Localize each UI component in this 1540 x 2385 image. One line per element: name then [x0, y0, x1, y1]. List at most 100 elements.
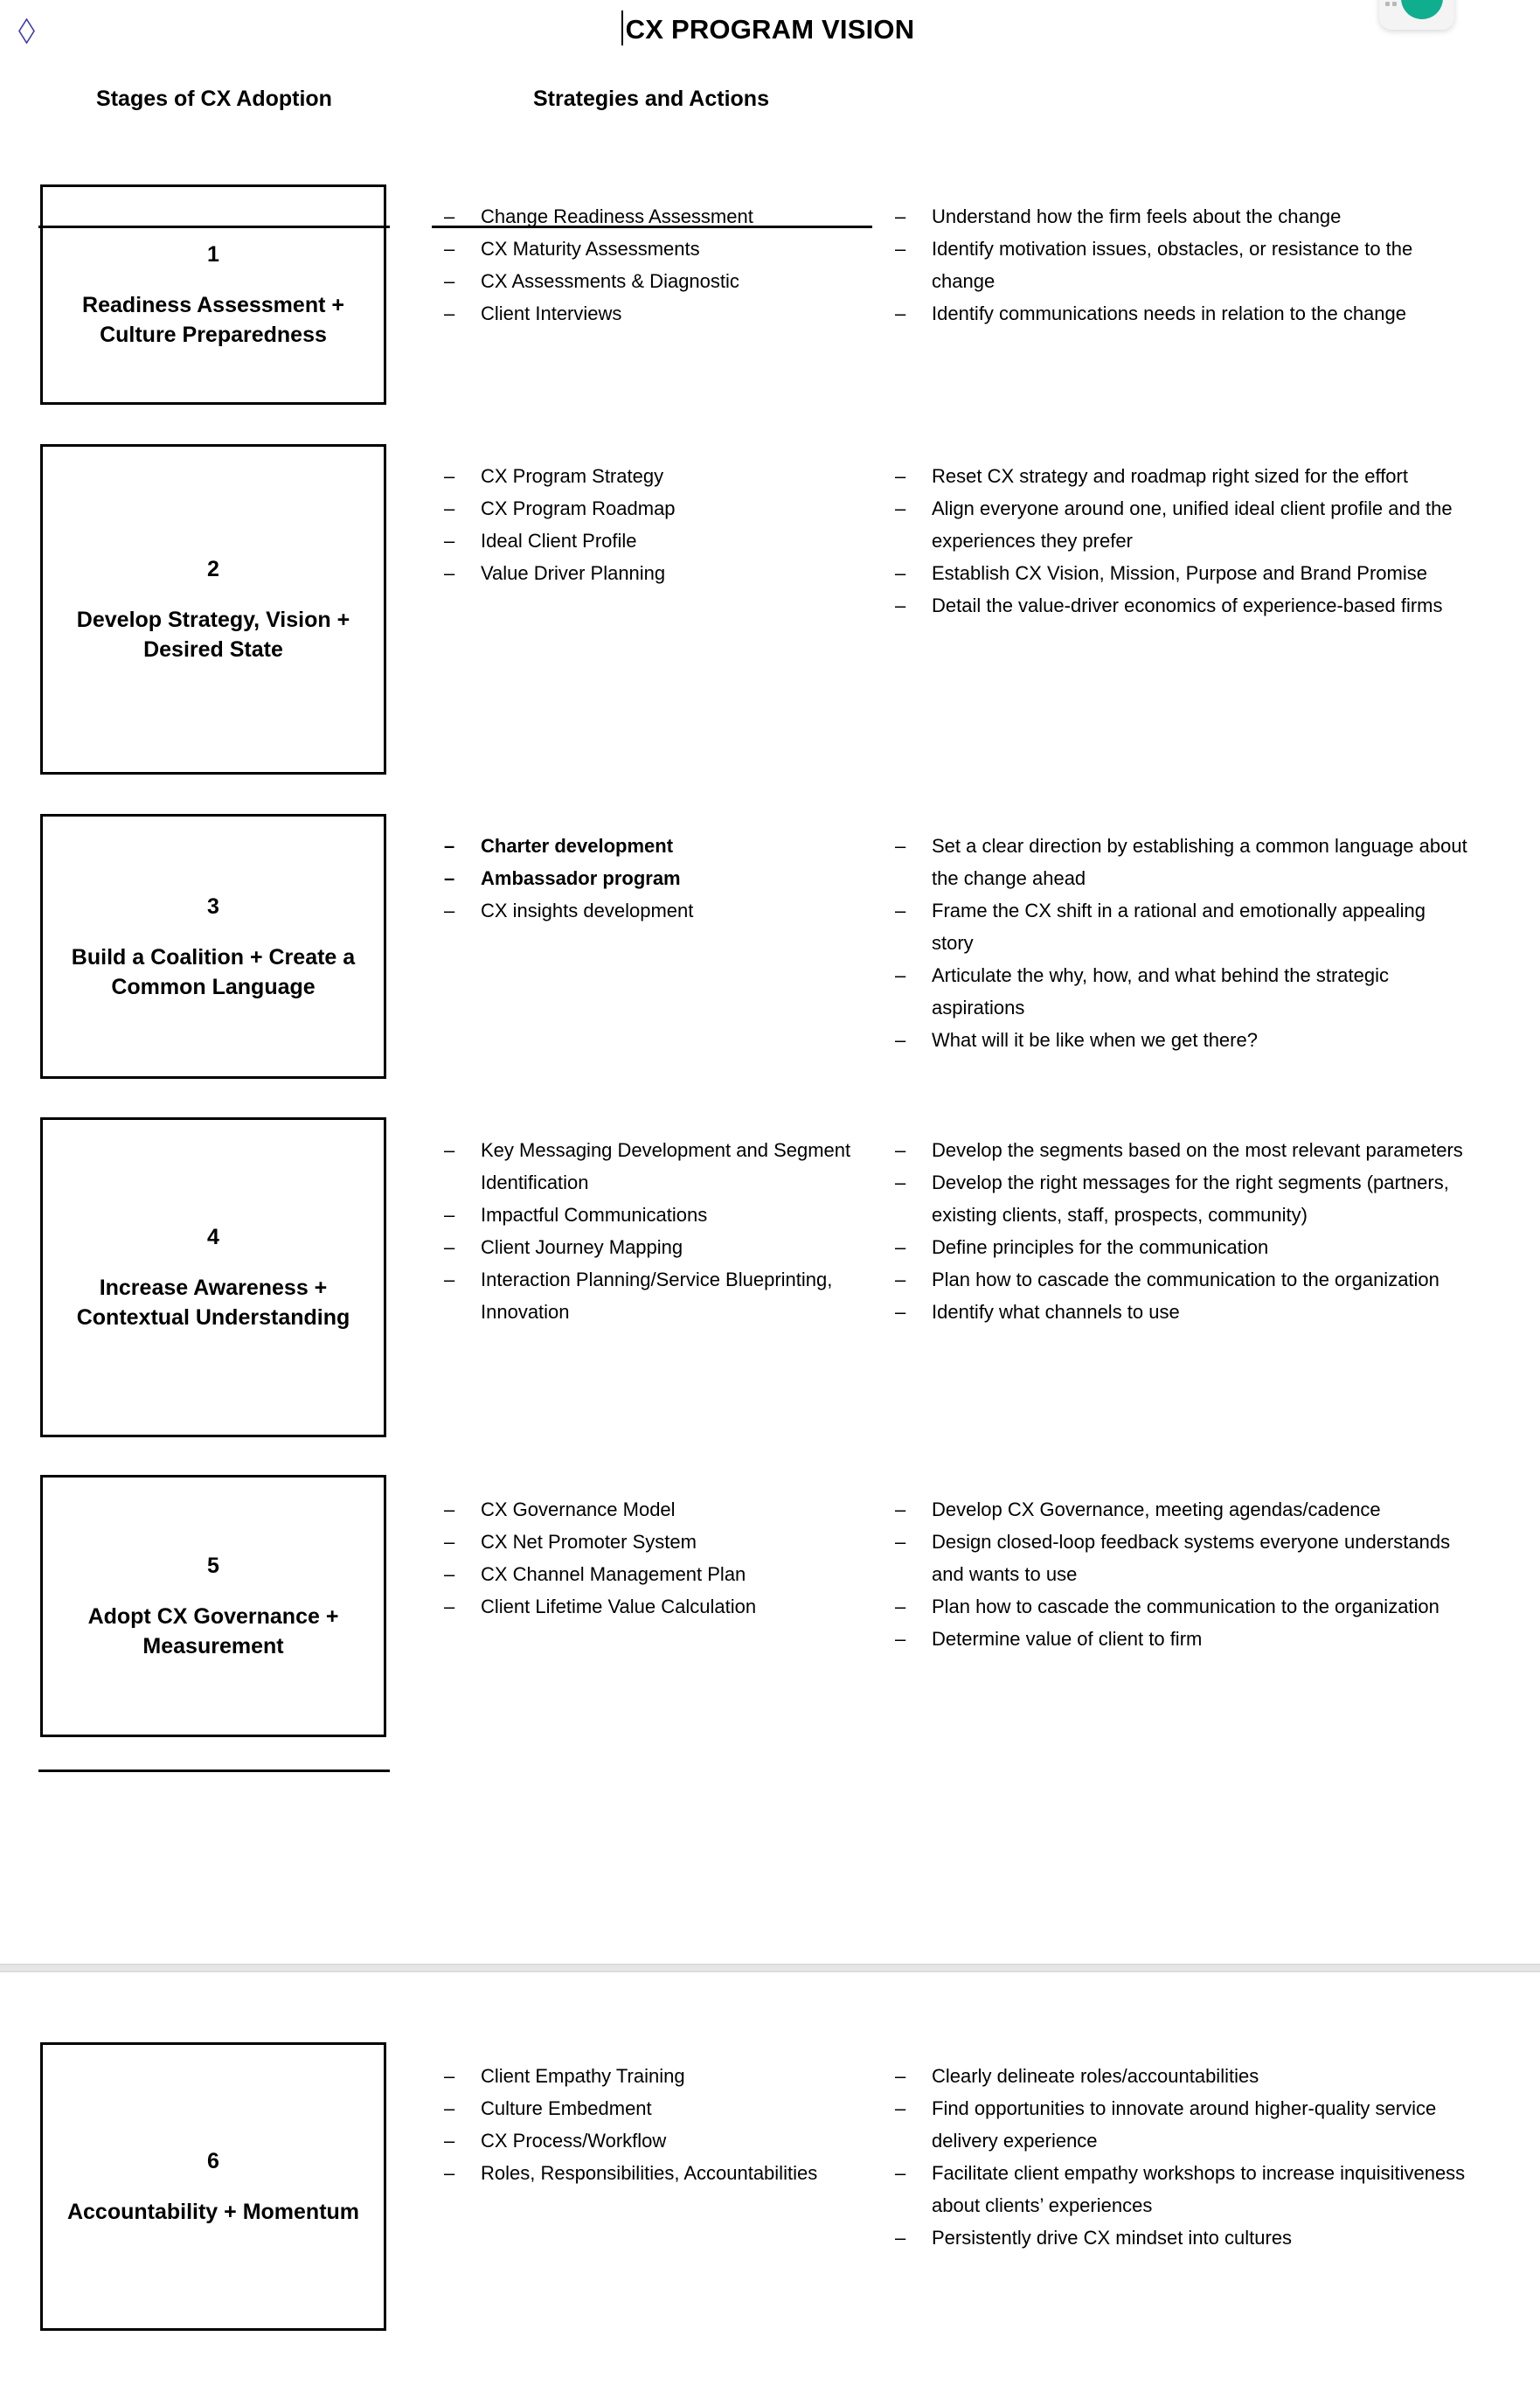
- widget-accent-circle-icon[interactable]: [1401, 0, 1443, 19]
- list-item: –Identify what channels to use: [883, 1296, 1470, 1328]
- list-item: – Interaction Planning/Service Blueprinti…: [432, 1263, 865, 1328]
- list-item: – Frame the CX shift in a rational and e…: [883, 894, 1470, 959]
- dash-bullet-icon: –: [444, 1498, 455, 1520]
- dash-bullet-icon: –: [895, 595, 906, 616]
- outcomes-column: –Set a clear direction by establishing a…: [883, 830, 1470, 1056]
- dash-bullet-icon: –: [895, 238, 906, 260]
- table-bottom-rule: [38, 1770, 390, 1772]
- list-item-text: Persistently drive CX mindset into cultu…: [932, 2227, 1293, 2249]
- strategies-column: –Client Empathy Training–Culture Embedme…: [432, 2060, 865, 2189]
- list-item-text: CX Program Strategy: [481, 465, 664, 487]
- floating-widget[interactable]: [1379, 0, 1454, 30]
- list-item: –Design closed-loop feedback systems eve…: [883, 1526, 1470, 1590]
- list-item-text: Clearly delineate roles/accountabilities: [932, 2065, 1259, 2087]
- dash-bullet-icon: –: [444, 835, 455, 857]
- list-item-text: Client Interviews: [481, 302, 622, 324]
- dash-bullet-icon: –: [895, 1498, 906, 1520]
- heading-strategies: Strategies and Actions: [533, 87, 769, 111]
- list-item: –Understand how the firm feels about the…: [883, 200, 1470, 233]
- list-item-text: CX Program Roadmap: [481, 497, 676, 519]
- list-item-text: Key Messaging Development and Segment Id…: [481, 1139, 851, 1193]
- dash-bullet-icon: –: [444, 900, 455, 921]
- dash-bullet-icon: –: [444, 465, 455, 487]
- list-item: – What will it be like when we get there…: [883, 1024, 1470, 1056]
- list-item: –Set a clear direction by establishing a…: [883, 830, 1470, 894]
- canvas-anchor-diamond-icon[interactable]: [18, 17, 35, 45]
- dash-bullet-icon: –: [444, 1139, 455, 1161]
- list-item: – Clearly delineate roles/accountabilitie…: [883, 2060, 1470, 2092]
- dash-bullet-icon: –: [895, 302, 906, 324]
- list-item: –CX Assessments & Diagnostic: [432, 265, 865, 297]
- heading-rule-left: [38, 226, 390, 228]
- dash-bullet-icon: –: [895, 465, 906, 487]
- list-item-text: Client Empathy Training: [481, 2065, 685, 2087]
- dash-bullet-icon: –: [444, 1531, 455, 1553]
- list-item-text: Ideal Client Profile: [481, 530, 637, 552]
- list-item: – Find opportunities to innovate around …: [883, 2092, 1470, 2157]
- stage-name: Develop Strategy, Vision + Desired State: [76, 608, 350, 662]
- dash-bullet-icon: –: [444, 302, 455, 324]
- list-item: –Roles, Responsibilities, Accountabiliti…: [432, 2157, 865, 2189]
- list-item-text: Develop CX Governance, meeting agendas/c…: [932, 1498, 1381, 1520]
- dash-bullet-icon: –: [895, 2065, 906, 2087]
- dash-bullet-icon: –: [895, 835, 906, 857]
- list-item-text: Develop the right messages for the right…: [932, 1172, 1449, 1226]
- stage-number: 4: [207, 1225, 219, 1249]
- drag-handle-dots-icon[interactable]: [1385, 0, 1398, 10]
- list-item-text: Develop the segments based on the most r…: [932, 1139, 1463, 1161]
- dash-bullet-icon: –: [444, 497, 455, 519]
- list-item: –CX Maturity Assessments: [432, 233, 865, 265]
- list-item-text: Client Journey Mapping: [481, 1236, 683, 1258]
- dash-bullet-icon: –: [895, 497, 906, 519]
- list-item: –CX Channel Management Plan: [432, 1558, 865, 1590]
- stage-name: Build a Coalition + Create a Common Lang…: [71, 944, 356, 999]
- strategies-column: –Charter development–Ambassador program–…: [432, 830, 865, 927]
- list-item-text: Identify what channels to use: [932, 1301, 1180, 1323]
- strategies-column: – Key Messaging Development and Segment I…: [432, 1134, 865, 1328]
- list-item: –Client Empathy Training: [432, 2060, 865, 2092]
- list-item: – Develop CX Governance, meeting agendas/…: [883, 1493, 1470, 1526]
- list-item-text: Facilitate client empathy workshops to i…: [932, 2162, 1466, 2216]
- outcomes-column: – Develop the segments based on the most …: [883, 1134, 1470, 1328]
- outcomes-column-list: –Reset CX strategy and roadmap right siz…: [883, 460, 1470, 622]
- dash-bullet-icon: –: [444, 1269, 455, 1290]
- list-item-text: Articulate the why, how, and what behind…: [932, 964, 1390, 1019]
- strategies-column-list: –Change Readiness Assessment–CX Maturity…: [432, 200, 865, 330]
- list-item: –Determine value of client to firm: [883, 1623, 1470, 1655]
- list-item-text: Ambassador program: [481, 867, 681, 889]
- list-item-text: Plan how to cascade the communication to…: [932, 1269, 1439, 1290]
- list-item: – Key Messaging Development and Segment I…: [432, 1134, 865, 1199]
- stage-number: 1: [207, 242, 219, 267]
- dash-bullet-icon: –: [895, 562, 906, 584]
- strategies-column-list: –Client Empathy Training–Culture Embedme…: [432, 2060, 865, 2189]
- list-item: –Client Lifetime Value Calculation: [432, 1590, 865, 1623]
- list-item-text: Plan how to cascade the communication to…: [932, 1596, 1439, 1617]
- list-item-text: CX insights development: [481, 900, 694, 921]
- dash-bullet-icon: –: [895, 2097, 906, 2119]
- outcomes-column-list: – Clearly delineate roles/accountabilitie…: [883, 2060, 1470, 2254]
- dash-bullet-icon: –: [444, 1236, 455, 1258]
- list-item: – CX Net Promoter System: [432, 1526, 865, 1558]
- list-item-text: Interaction Planning/Service Blueprintin…: [481, 1269, 833, 1323]
- strategies-column: –Change Readiness Assessment–CX Maturity…: [432, 200, 865, 330]
- dash-bullet-icon: –: [895, 1236, 906, 1258]
- list-item: –CX Governance Model: [432, 1493, 865, 1526]
- dash-bullet-icon: –: [444, 530, 455, 552]
- page-break-separator: [0, 1964, 1540, 1972]
- list-item: –Change Readiness Assessment: [432, 200, 865, 233]
- list-item-text: CX Maturity Assessments: [481, 238, 700, 260]
- page-title-text: CX PROGRAM VISION: [625, 14, 915, 45]
- dash-bullet-icon: –: [895, 964, 906, 986]
- list-item: –CX Process/Workflow: [432, 2124, 865, 2157]
- list-item-text: Design closed-loop feedback systems ever…: [932, 1531, 1451, 1585]
- list-item-text: CX Net Promoter System: [481, 1531, 697, 1553]
- list-item: –Align everyone around one, unified idea…: [883, 492, 1470, 557]
- list-item: – Articulate the why, how, and what behin…: [883, 959, 1470, 1024]
